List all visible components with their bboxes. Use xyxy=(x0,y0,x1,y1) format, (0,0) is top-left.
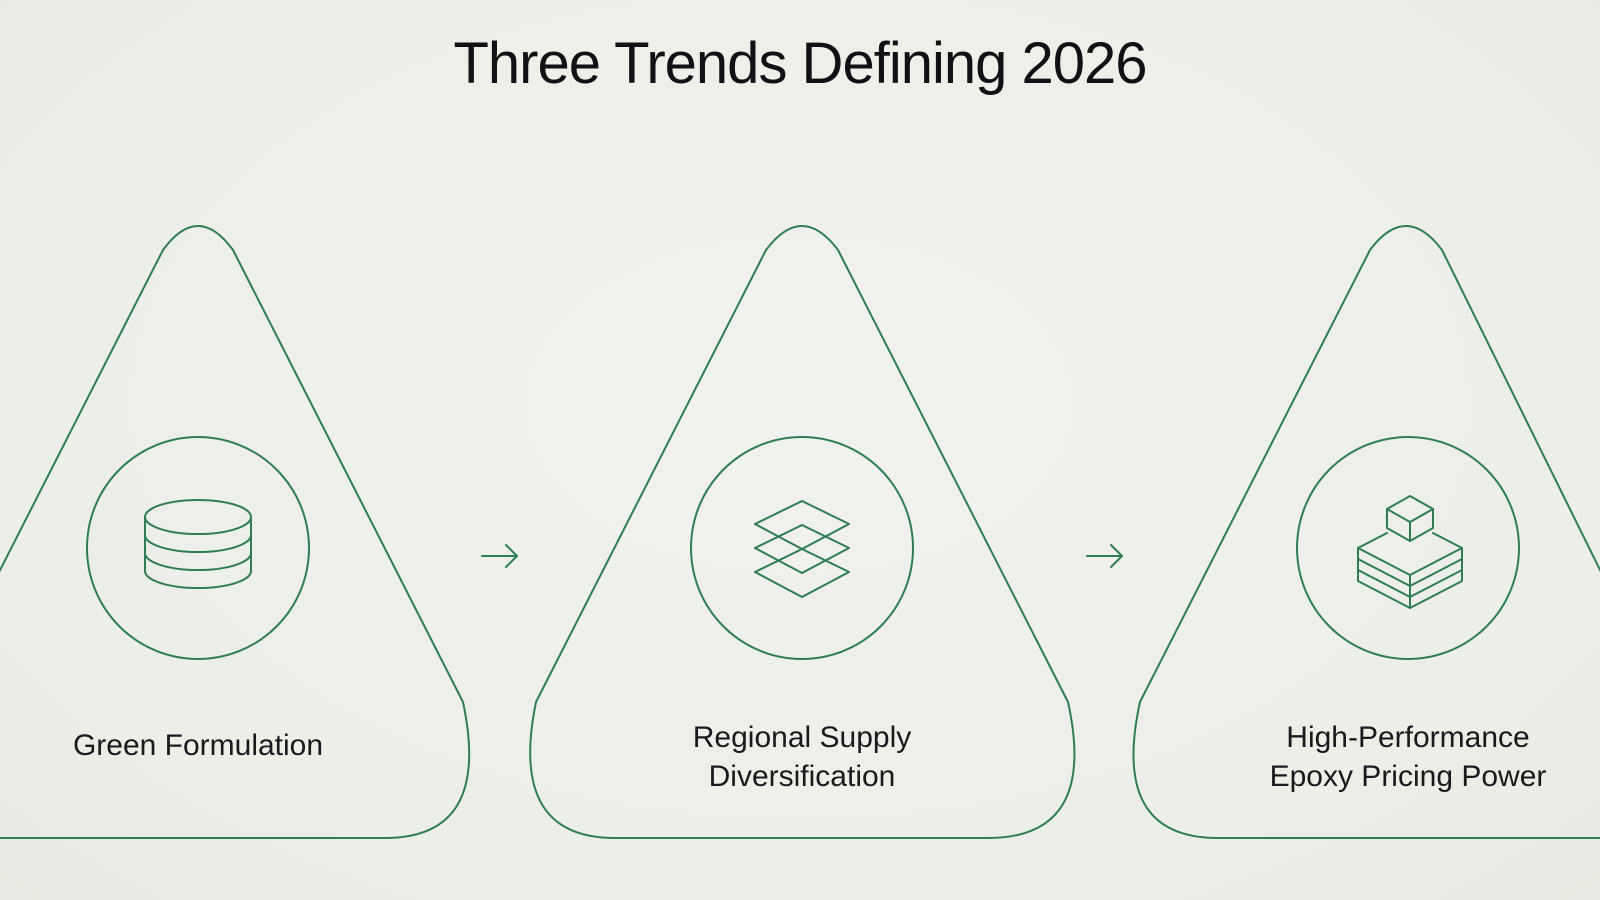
arrow-right-icon xyxy=(1086,544,1123,568)
icon-circle-2 xyxy=(690,436,914,660)
icon-circle-1 xyxy=(86,436,310,660)
trend-label-3-line-2: Epoxy Pricing Power xyxy=(1269,760,1547,793)
trend-triangle-1 xyxy=(0,225,471,839)
layers-stack-icon xyxy=(754,500,850,598)
icon-circle-3 xyxy=(1296,436,1520,660)
stacked-blocks-icon xyxy=(1357,495,1463,609)
trend-label-3: High-Performance Epoxy Pricing Power xyxy=(1228,718,1588,796)
trend-triangle-2 xyxy=(529,225,1076,839)
trend-label-2: Regional Supply Diversification xyxy=(622,718,982,796)
arrow-right-icon xyxy=(481,544,518,568)
trend-label-3-line-1: High-Performance xyxy=(1286,721,1530,754)
database-cylinder-icon xyxy=(144,499,252,589)
page-title: Three Trends Defining 2026 xyxy=(453,31,1148,96)
trend-label-1: Green Formulation xyxy=(18,726,378,765)
trend-label-2-line-1: Regional Supply xyxy=(692,721,912,754)
trend-label-2-line-2: Diversification xyxy=(708,760,896,793)
trend-label-1-line-1: Green Formulation xyxy=(72,729,324,762)
trend-triangle-3 xyxy=(1132,225,1600,839)
